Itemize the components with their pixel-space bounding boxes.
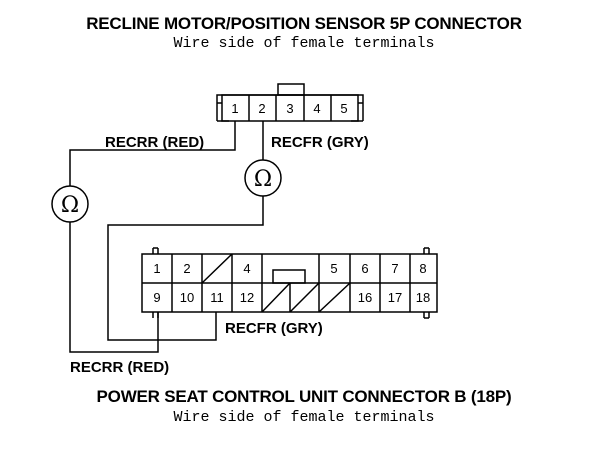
bottom-connector-subtitle: Wire side of female terminals (173, 409, 435, 426)
bottom-pin: 9 (153, 290, 160, 305)
top-pin: 5 (340, 101, 347, 116)
bottom-pin: 6 (361, 261, 368, 276)
top-pin: 3 (286, 101, 293, 116)
top-connector-latch (277, 83, 305, 96)
top-pin: 4 (313, 101, 320, 116)
bottom-pin: 17 (388, 290, 402, 305)
top-connector-body (221, 94, 359, 122)
wire-label-recrr-top: RECRR (RED) (105, 134, 204, 151)
wire-recfr-lower (107, 196, 264, 341)
wire-recrr-upper (69, 121, 236, 186)
bottom-connector-row2-pins: 9 10 11 12 16 17 18 (153, 290, 430, 305)
wire-recrr-lower (69, 222, 159, 353)
bottom-pin: 4 (243, 261, 250, 276)
top-connector-subtitle: Wire side of female terminals (173, 35, 435, 52)
bottom-pin: 18 (416, 290, 430, 305)
wire-label-recfr-top: RECFR (GRY) (271, 134, 369, 151)
bottom-pin: 7 (391, 261, 398, 276)
bottom-connector-latch (272, 269, 306, 284)
wire-label-recfr-bottom: RECFR (GRY) (225, 320, 323, 337)
right-ohm-icon: Ω (254, 167, 272, 192)
bottom-pin: 2 (183, 261, 190, 276)
left-ohm-icon: Ω (61, 193, 79, 218)
top-connector (216, 83, 364, 122)
bottom-pin: 16 (358, 290, 372, 305)
wire-label-recrr-bottom: RECRR (RED) (70, 359, 169, 376)
bottom-connector-title: POWER SEAT CONTROL UNIT CONNECTOR B (18P… (96, 387, 512, 406)
bottom-pin: 10 (180, 290, 194, 305)
bottom-pin: 5 (330, 261, 337, 276)
right-ohmmeter-circle (244, 159, 282, 197)
bottom-connector (141, 247, 438, 319)
top-connector-title: RECLINE MOTOR/POSITION SENSOR 5P CONNECT… (86, 14, 522, 33)
left-ohmmeter-circle (51, 185, 89, 223)
bottom-connector-row1-pins: 1 2 4 5 6 7 8 (153, 261, 426, 276)
bottom-pin: 1 (153, 261, 160, 276)
bottom-pin: 12 (240, 290, 254, 305)
top-pin: 2 (258, 101, 265, 116)
top-connector-pins: 1 2 3 4 5 (231, 101, 347, 116)
bottom-pin: 8 (419, 261, 426, 276)
bottom-pin: 11 (210, 290, 224, 305)
top-pin: 1 (231, 101, 238, 116)
